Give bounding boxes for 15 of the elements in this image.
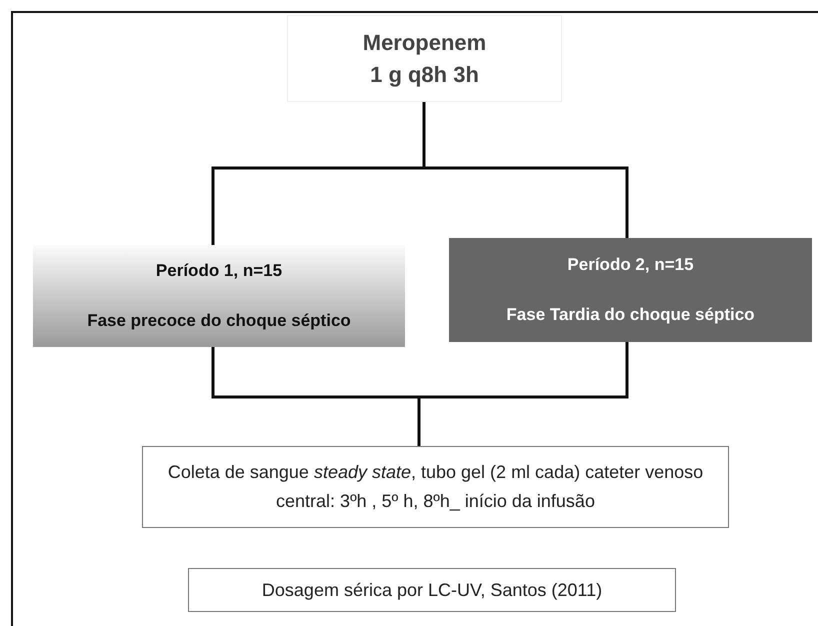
box-text: Meropenem — [362, 30, 486, 56]
box-text: 1 g q8h 3h — [370, 62, 479, 88]
box-text: Fase Tardia do choque séptico — [506, 305, 755, 325]
box-text: Período 1, n=15 — [156, 261, 282, 281]
process-box — [188, 568, 676, 612]
process-box — [449, 238, 812, 342]
process-box — [33, 245, 405, 347]
connector-line — [422, 102, 628, 238]
process-box — [142, 446, 729, 528]
process-box — [287, 15, 562, 102]
box-text: Coleta de sangue steady state, tubo gel (2 ml cada) cateter venoso central: 3ºh , 5º h, 8ºh_ início da infusão — [166, 461, 704, 513]
box-text: Período 2, n=15 — [567, 255, 694, 275]
box-text: Fase precoce do choque séptico — [87, 311, 351, 331]
box-text: Dosagem sérica por LC-UV, Santos (2011) — [262, 578, 602, 602]
connector-line — [418, 342, 628, 446]
